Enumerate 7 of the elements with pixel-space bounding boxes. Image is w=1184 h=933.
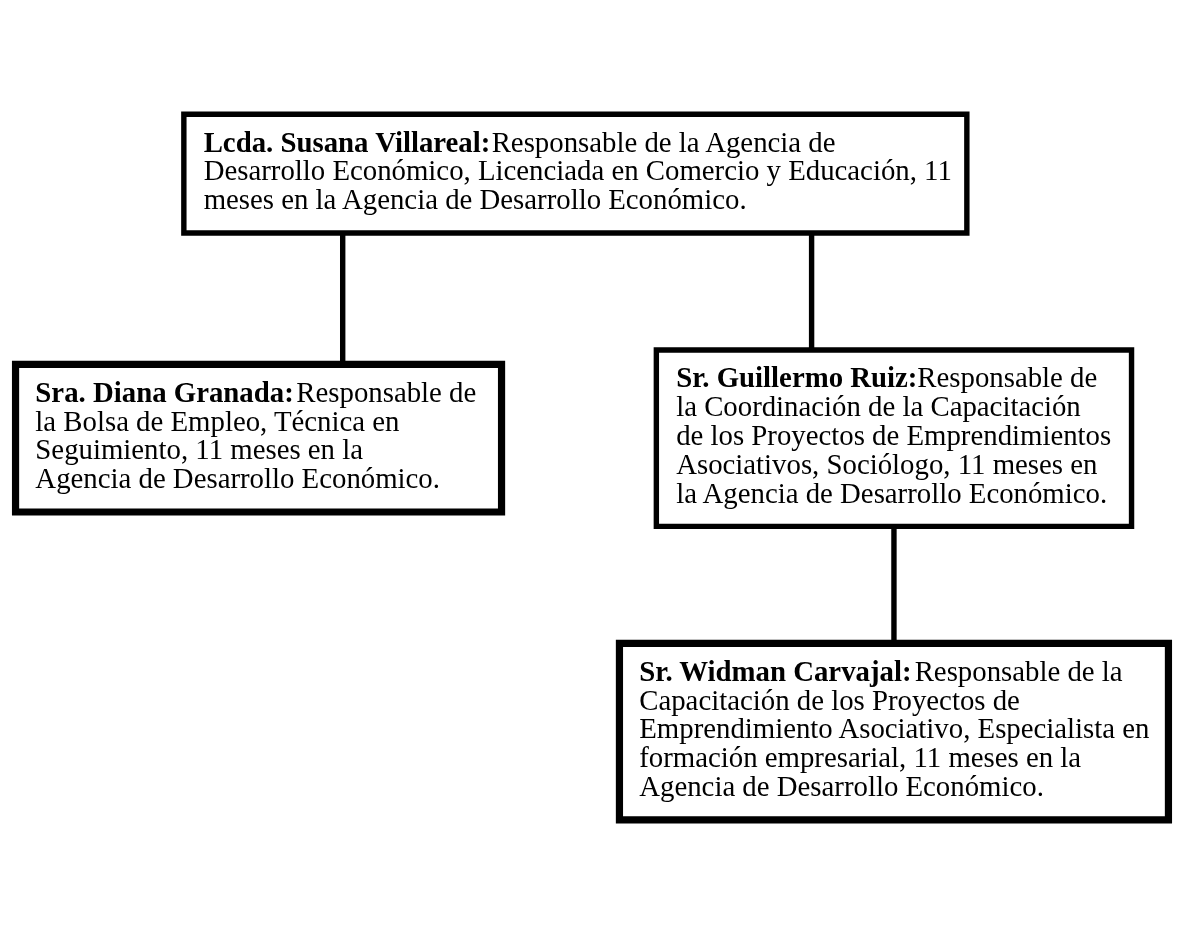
- node-box: Sra. Diana Granada:Responsable de la Bolsa de Empleo, Técnica en Seguimiento, 11 meses en la Agencia de Desarrollo Económico.: [11, 360, 506, 516]
- connector: [808, 233, 815, 350]
- node-box: Lcda. Susana Villareal:Responsable de la Agencia de Desarrollo Económico, Licenciada en Comercio y Educación, 11 meses en la Agencia de Desarrollo Económico.: [181, 111, 970, 236]
- connector: [340, 233, 346, 364]
- node-box: Sr. Widman Carvajal:Responsable de la Capacitación de los Proyectos de Emprendimiento Asociativo, Especialista en formación empresarial, 11 meses en la Agencia de Desarrollo Económico.: [615, 639, 1173, 823]
- node-box: Sr. Guillermo Ruiz:Responsable de la Coordinación de la Capacitación de los Proyectos de Emprendimientos Asociativos, Sociólogo, 11 meses en la Agencia de Desarrollo Económico.: [653, 346, 1135, 529]
- connector: [891, 526, 897, 643]
